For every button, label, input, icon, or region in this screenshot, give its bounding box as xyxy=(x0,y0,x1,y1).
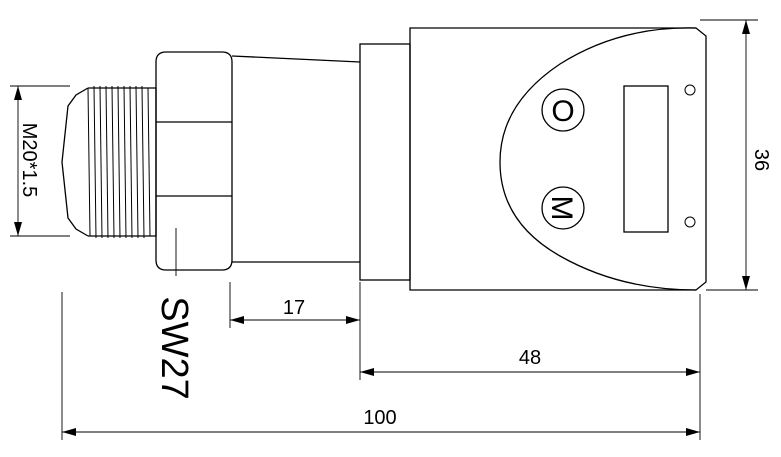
dimension-48-label: 48 xyxy=(519,347,541,369)
sensor-neck xyxy=(231,55,361,263)
housing-collar xyxy=(359,43,411,281)
button-o-label: O xyxy=(551,95,574,128)
hex-nut xyxy=(150,51,233,271)
screw-hole-bottom xyxy=(684,216,696,228)
button-m-label: M xyxy=(545,196,578,221)
dimension-17: 17 xyxy=(229,282,361,380)
dimension-100: 100 xyxy=(61,292,700,440)
dimension-100-label: 100 xyxy=(363,407,396,429)
threaded-fitting xyxy=(61,85,151,239)
screw-hole-top xyxy=(684,84,696,96)
dimension-36-label: 36 xyxy=(750,149,772,171)
dimension-36: 36 xyxy=(700,19,772,291)
button-m: M xyxy=(541,186,585,230)
display-head xyxy=(409,27,707,291)
thread-label: M20*1.5 xyxy=(18,123,40,198)
wrench-size-label: SW27 xyxy=(153,296,195,399)
thread-dimension: M20*1.5 xyxy=(10,85,70,237)
dimension-48: 48 xyxy=(360,294,701,440)
button-o: O xyxy=(541,88,585,132)
thread-lines xyxy=(87,85,151,239)
lcd-window xyxy=(623,85,669,233)
dimension-17-label: 17 xyxy=(283,297,305,319)
wrench-size-callout: SW27 xyxy=(153,228,195,400)
